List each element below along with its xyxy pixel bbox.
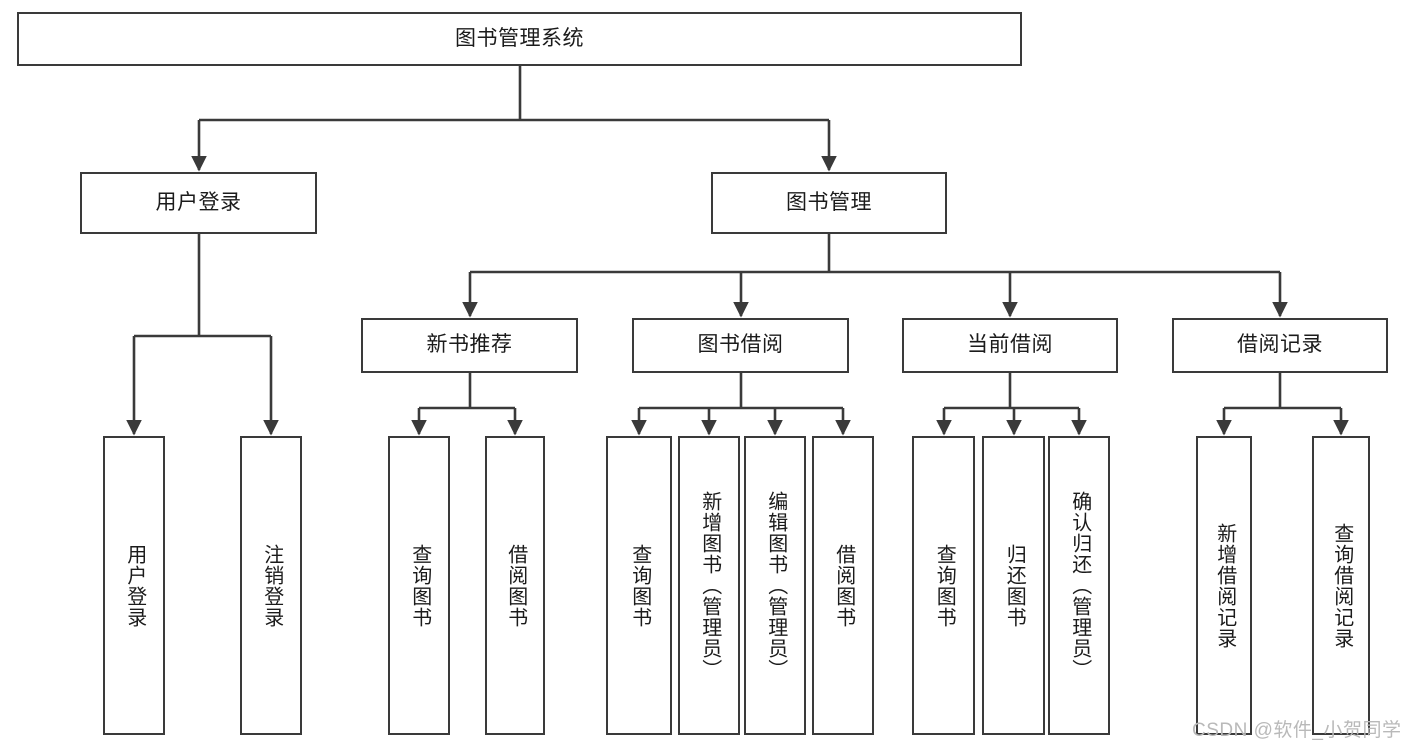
node-label: 查询图书 — [933, 543, 956, 628]
node-label: 查询图书 — [408, 543, 431, 628]
node-label: 归还图书 — [1003, 543, 1026, 628]
node-leaf-cb-confirm[interactable]: 确认归还（管理员） — [1048, 436, 1110, 735]
node-leaf-cb-query[interactable]: 查询图书 — [912, 436, 975, 735]
node-leaf-rec-borrow[interactable]: 借阅图书 — [485, 436, 545, 735]
node-label: 借阅记录 — [1237, 333, 1323, 357]
node-user-login[interactable]: 用户登录 — [80, 172, 317, 234]
node-new-book-rec[interactable]: 新书推荐 — [361, 318, 578, 373]
node-label: 用户登录 — [123, 543, 146, 628]
watermark-label: CSDN @软件_小贺同学 — [1192, 720, 1402, 741]
node-label: 新增借阅记录 — [1213, 522, 1236, 649]
node-label: 图书管理 — [786, 190, 872, 214]
node-label: 查询借阅记录 — [1330, 522, 1353, 649]
node-leaf-bb-borrow[interactable]: 借阅图书 — [812, 436, 874, 735]
node-book-manage[interactable]: 图书管理 — [711, 172, 947, 234]
node-label: 借阅图书 — [832, 543, 855, 628]
node-leaf-br-add[interactable]: 新增借阅记录 — [1196, 436, 1252, 735]
node-leaf-user-login[interactable]: 用户登录 — [103, 436, 165, 735]
node-leaf-rec-query[interactable]: 查询图书 — [388, 436, 450, 735]
node-label: 查询图书 — [628, 543, 651, 628]
node-leaf-bb-add[interactable]: 新增图书（管理员） — [678, 436, 740, 735]
node-leaf-bb-edit[interactable]: 编辑图书（管理员） — [744, 436, 806, 735]
node-label: 注销登录 — [260, 543, 283, 628]
node-label: 编辑图书（管理员） — [764, 491, 787, 680]
node-label: 借阅图书 — [504, 543, 527, 628]
node-label: 用户登录 — [155, 190, 242, 214]
edges-group — [126, 66, 1349, 436]
node-label: 确认归还（管理员） — [1068, 491, 1091, 680]
node-label: 当前借阅 — [967, 333, 1053, 357]
node-leaf-logout[interactable]: 注销登录 — [240, 436, 302, 735]
node-label: 图书管理系统 — [455, 26, 584, 50]
node-borrow-record[interactable]: 借阅记录 — [1172, 318, 1388, 373]
node-current-borrow[interactable]: 当前借阅 — [902, 318, 1118, 373]
node-leaf-br-query[interactable]: 查询借阅记录 — [1312, 436, 1370, 735]
node-book-borrow[interactable]: 图书借阅 — [632, 318, 849, 373]
node-label: 新书推荐 — [426, 333, 513, 357]
node-leaf-cb-return[interactable]: 归还图书 — [982, 436, 1045, 735]
node-label: 新增图书（管理员） — [698, 491, 721, 680]
node-leaf-bb-query[interactable]: 查询图书 — [606, 436, 672, 735]
node-label: 图书借阅 — [697, 333, 784, 357]
node-root[interactable]: 图书管理系统 — [17, 12, 1022, 66]
